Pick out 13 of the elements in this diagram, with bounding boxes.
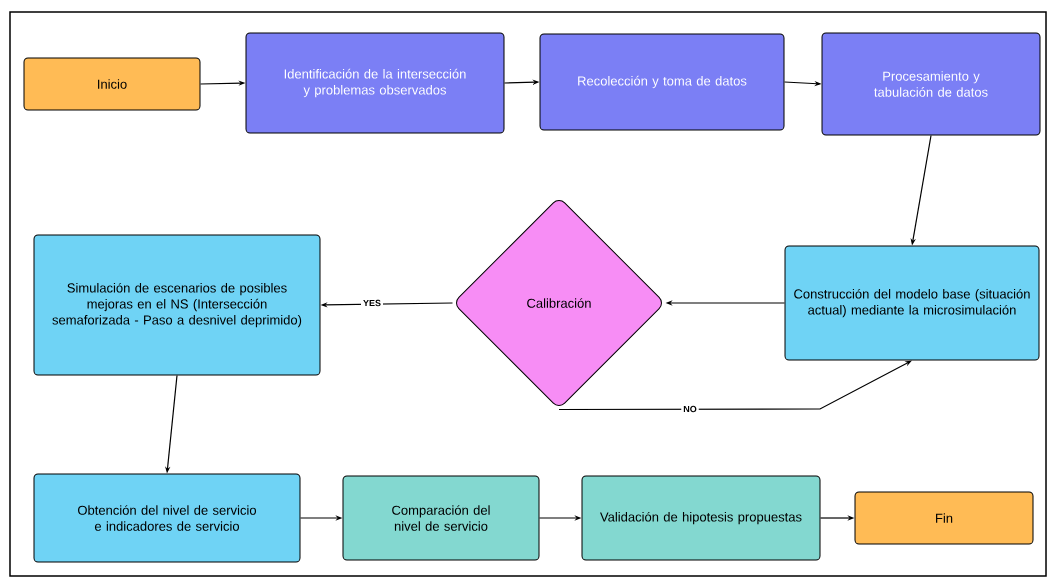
edge-label: NO [681, 403, 699, 415]
process-box: Obtención del nivel de servicio e indicadores de servicio [33, 473, 301, 563]
process-box: Procesamiento y tabulación de datos [821, 32, 1041, 136]
arrow [558, 360, 912, 411]
process-box: Construcción del modelo base (situación actual) mediante la microsimulación [784, 245, 1040, 361]
terminal-box: Fin [854, 491, 1034, 545]
edge-label: YES [361, 297, 383, 309]
process-box: Comparación del nivel de servicio [342, 475, 540, 561]
process-box: Recolección y toma de datos [539, 33, 785, 131]
process-box: Simulación de escenarios de posibles mejoras en el NS (Intersección semaforizada - Paso a desnivel deprimido) [33, 234, 321, 376]
terminal-box: Inicio [23, 57, 201, 111]
process-box: Validación de hipotesis propuestas [581, 475, 821, 561]
process-box: Identificación de la intersección y problemas observados [245, 32, 505, 134]
